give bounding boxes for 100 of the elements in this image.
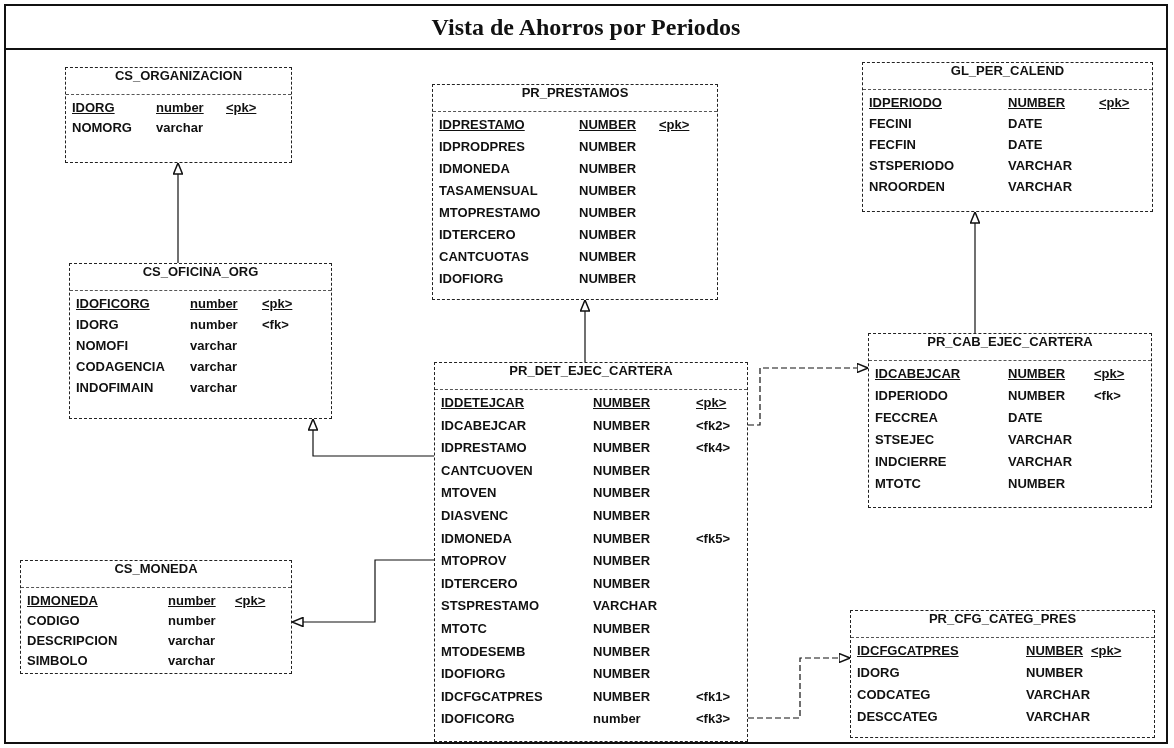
table-name: PR_PRESTAMOS bbox=[433, 85, 717, 112]
table-name: CS_MONEDA bbox=[21, 561, 291, 588]
data-type: NUMBER bbox=[1008, 475, 1066, 493]
data-type: number bbox=[168, 612, 216, 630]
column-name: CANTCUOVEN bbox=[441, 461, 533, 480]
column-name: IDOFIORG bbox=[441, 665, 506, 684]
entity-table bbox=[850, 610, 1155, 738]
entity-table bbox=[862, 62, 1153, 212]
relationship-arrow bbox=[172, 162, 184, 264]
key-label: <fk> bbox=[1094, 387, 1121, 405]
column-name: IDMONEDA bbox=[27, 592, 98, 610]
column-name: MTOPRESTAMO bbox=[439, 204, 541, 222]
data-type: varchar bbox=[168, 632, 215, 650]
data-type: number bbox=[156, 99, 204, 117]
data-type: NUMBER bbox=[593, 642, 651, 661]
data-type: NUMBER bbox=[1008, 387, 1066, 405]
data-type: NUMBER bbox=[579, 204, 637, 222]
column-name: FECCREA bbox=[875, 409, 938, 427]
data-type: NUMBER bbox=[593, 665, 651, 684]
data-type: NUMBER bbox=[593, 574, 651, 593]
column-name: STSPERIODO bbox=[869, 157, 955, 175]
relationship-arrow bbox=[579, 299, 591, 363]
column-name: IDCABEJCAR bbox=[875, 365, 961, 383]
table-name: CS_OFICINA_ORG bbox=[70, 264, 331, 291]
entity-table bbox=[65, 67, 292, 163]
relationship-arrow bbox=[969, 211, 981, 334]
column-name: IDCFGCATPRES bbox=[857, 642, 959, 660]
column-name: CODCATEG bbox=[857, 686, 931, 704]
column-name: MTOTC bbox=[441, 620, 487, 638]
data-type: NUMBER bbox=[579, 116, 637, 134]
data-type: VARCHAR bbox=[1008, 453, 1073, 471]
table-name: GL_PER_CALEND bbox=[863, 63, 1152, 90]
data-type: NUMBER bbox=[1008, 94, 1066, 112]
data-type: NUMBER bbox=[579, 138, 637, 156]
data-type: NUMBER bbox=[579, 270, 637, 288]
data-type: NUMBER bbox=[593, 416, 651, 435]
table-name: PR_DET_EJEC_CARTERA bbox=[435, 363, 747, 390]
key-label: <fk5> bbox=[696, 529, 730, 548]
data-type: NUMBER bbox=[593, 461, 651, 480]
column-name: IDTERCERO bbox=[439, 226, 516, 244]
data-type: number bbox=[168, 592, 216, 610]
column-name: IDMONEDA bbox=[439, 160, 510, 178]
data-type: VARCHAR bbox=[1026, 686, 1091, 704]
column-name: STSPRESTAMO bbox=[441, 597, 539, 616]
data-type: varchar bbox=[156, 119, 203, 137]
data-type: number bbox=[190, 295, 238, 313]
data-type: NUMBER bbox=[593, 620, 651, 638]
key-label: <pk> bbox=[235, 592, 266, 610]
column-name: IDCABEJCAR bbox=[441, 416, 527, 435]
column-name: NOMOFI bbox=[76, 337, 128, 355]
column-name: IDMONEDA bbox=[441, 529, 512, 548]
data-type: varchar bbox=[190, 379, 237, 397]
data-type: VARCHAR bbox=[593, 597, 658, 616]
key-label: <pk> bbox=[1094, 365, 1125, 383]
column-name: FECFIN bbox=[869, 136, 916, 154]
data-type: DATE bbox=[1008, 115, 1043, 133]
data-type: VARCHAR bbox=[1008, 431, 1073, 449]
column-name: IDORG bbox=[72, 99, 115, 117]
key-label: <pk> bbox=[696, 394, 727, 412]
data-type: NUMBER bbox=[593, 552, 651, 571]
column-name: IDOFICORG bbox=[441, 710, 515, 729]
column-name: IDPRODPRES bbox=[439, 138, 525, 156]
relationship-arrow bbox=[307, 418, 435, 457]
data-type: NUMBER bbox=[593, 439, 651, 458]
data-type: NUMBER bbox=[1026, 642, 1084, 660]
diagram-title: Vista de Ahorros por Periodos bbox=[431, 13, 741, 41]
column-name: CANTCUOTAS bbox=[439, 248, 530, 266]
data-type: VARCHAR bbox=[1026, 708, 1091, 726]
entity-table bbox=[69, 263, 332, 419]
column-name: DESCRIPCION bbox=[27, 632, 118, 650]
column-name: IDPRESTAMO bbox=[439, 116, 525, 134]
data-type: varchar bbox=[168, 652, 215, 670]
data-type: NUMBER bbox=[579, 160, 637, 178]
column-name: SIMBOLO bbox=[27, 652, 88, 670]
entity-table bbox=[434, 362, 748, 742]
column-name: IDDETEJCAR bbox=[441, 394, 525, 412]
key-label: <fk3> bbox=[696, 710, 730, 729]
column-name: IDORG bbox=[857, 664, 900, 682]
column-name: IDORG bbox=[76, 316, 119, 334]
data-type: number bbox=[593, 710, 641, 729]
column-name: DIASVENC bbox=[441, 507, 509, 525]
entity-table bbox=[868, 333, 1152, 508]
column-name: FECINI bbox=[869, 115, 912, 133]
column-name: IDOFIORG bbox=[439, 270, 504, 288]
column-name: NROORDEN bbox=[869, 178, 945, 196]
table-name: PR_CFG_CATEG_PRES bbox=[851, 611, 1154, 638]
column-name: NOMORG bbox=[72, 119, 132, 137]
column-name: INDOFIMAIN bbox=[76, 379, 154, 397]
data-type: NUMBER bbox=[1008, 365, 1066, 383]
data-type: number bbox=[190, 316, 238, 334]
column-name: IDPERIODO bbox=[875, 387, 948, 405]
column-name: IDPERIODO bbox=[869, 94, 942, 112]
column-name: IDOFICORG bbox=[76, 295, 150, 313]
entity-table bbox=[20, 560, 292, 674]
relationship-arrow bbox=[747, 362, 869, 426]
column-name: INDCIERRE bbox=[875, 453, 947, 471]
data-type: NUMBER bbox=[593, 529, 651, 548]
key-label: <pk> bbox=[1091, 642, 1122, 660]
data-type: varchar bbox=[190, 358, 237, 376]
column-name: STSEJEC bbox=[875, 431, 935, 449]
